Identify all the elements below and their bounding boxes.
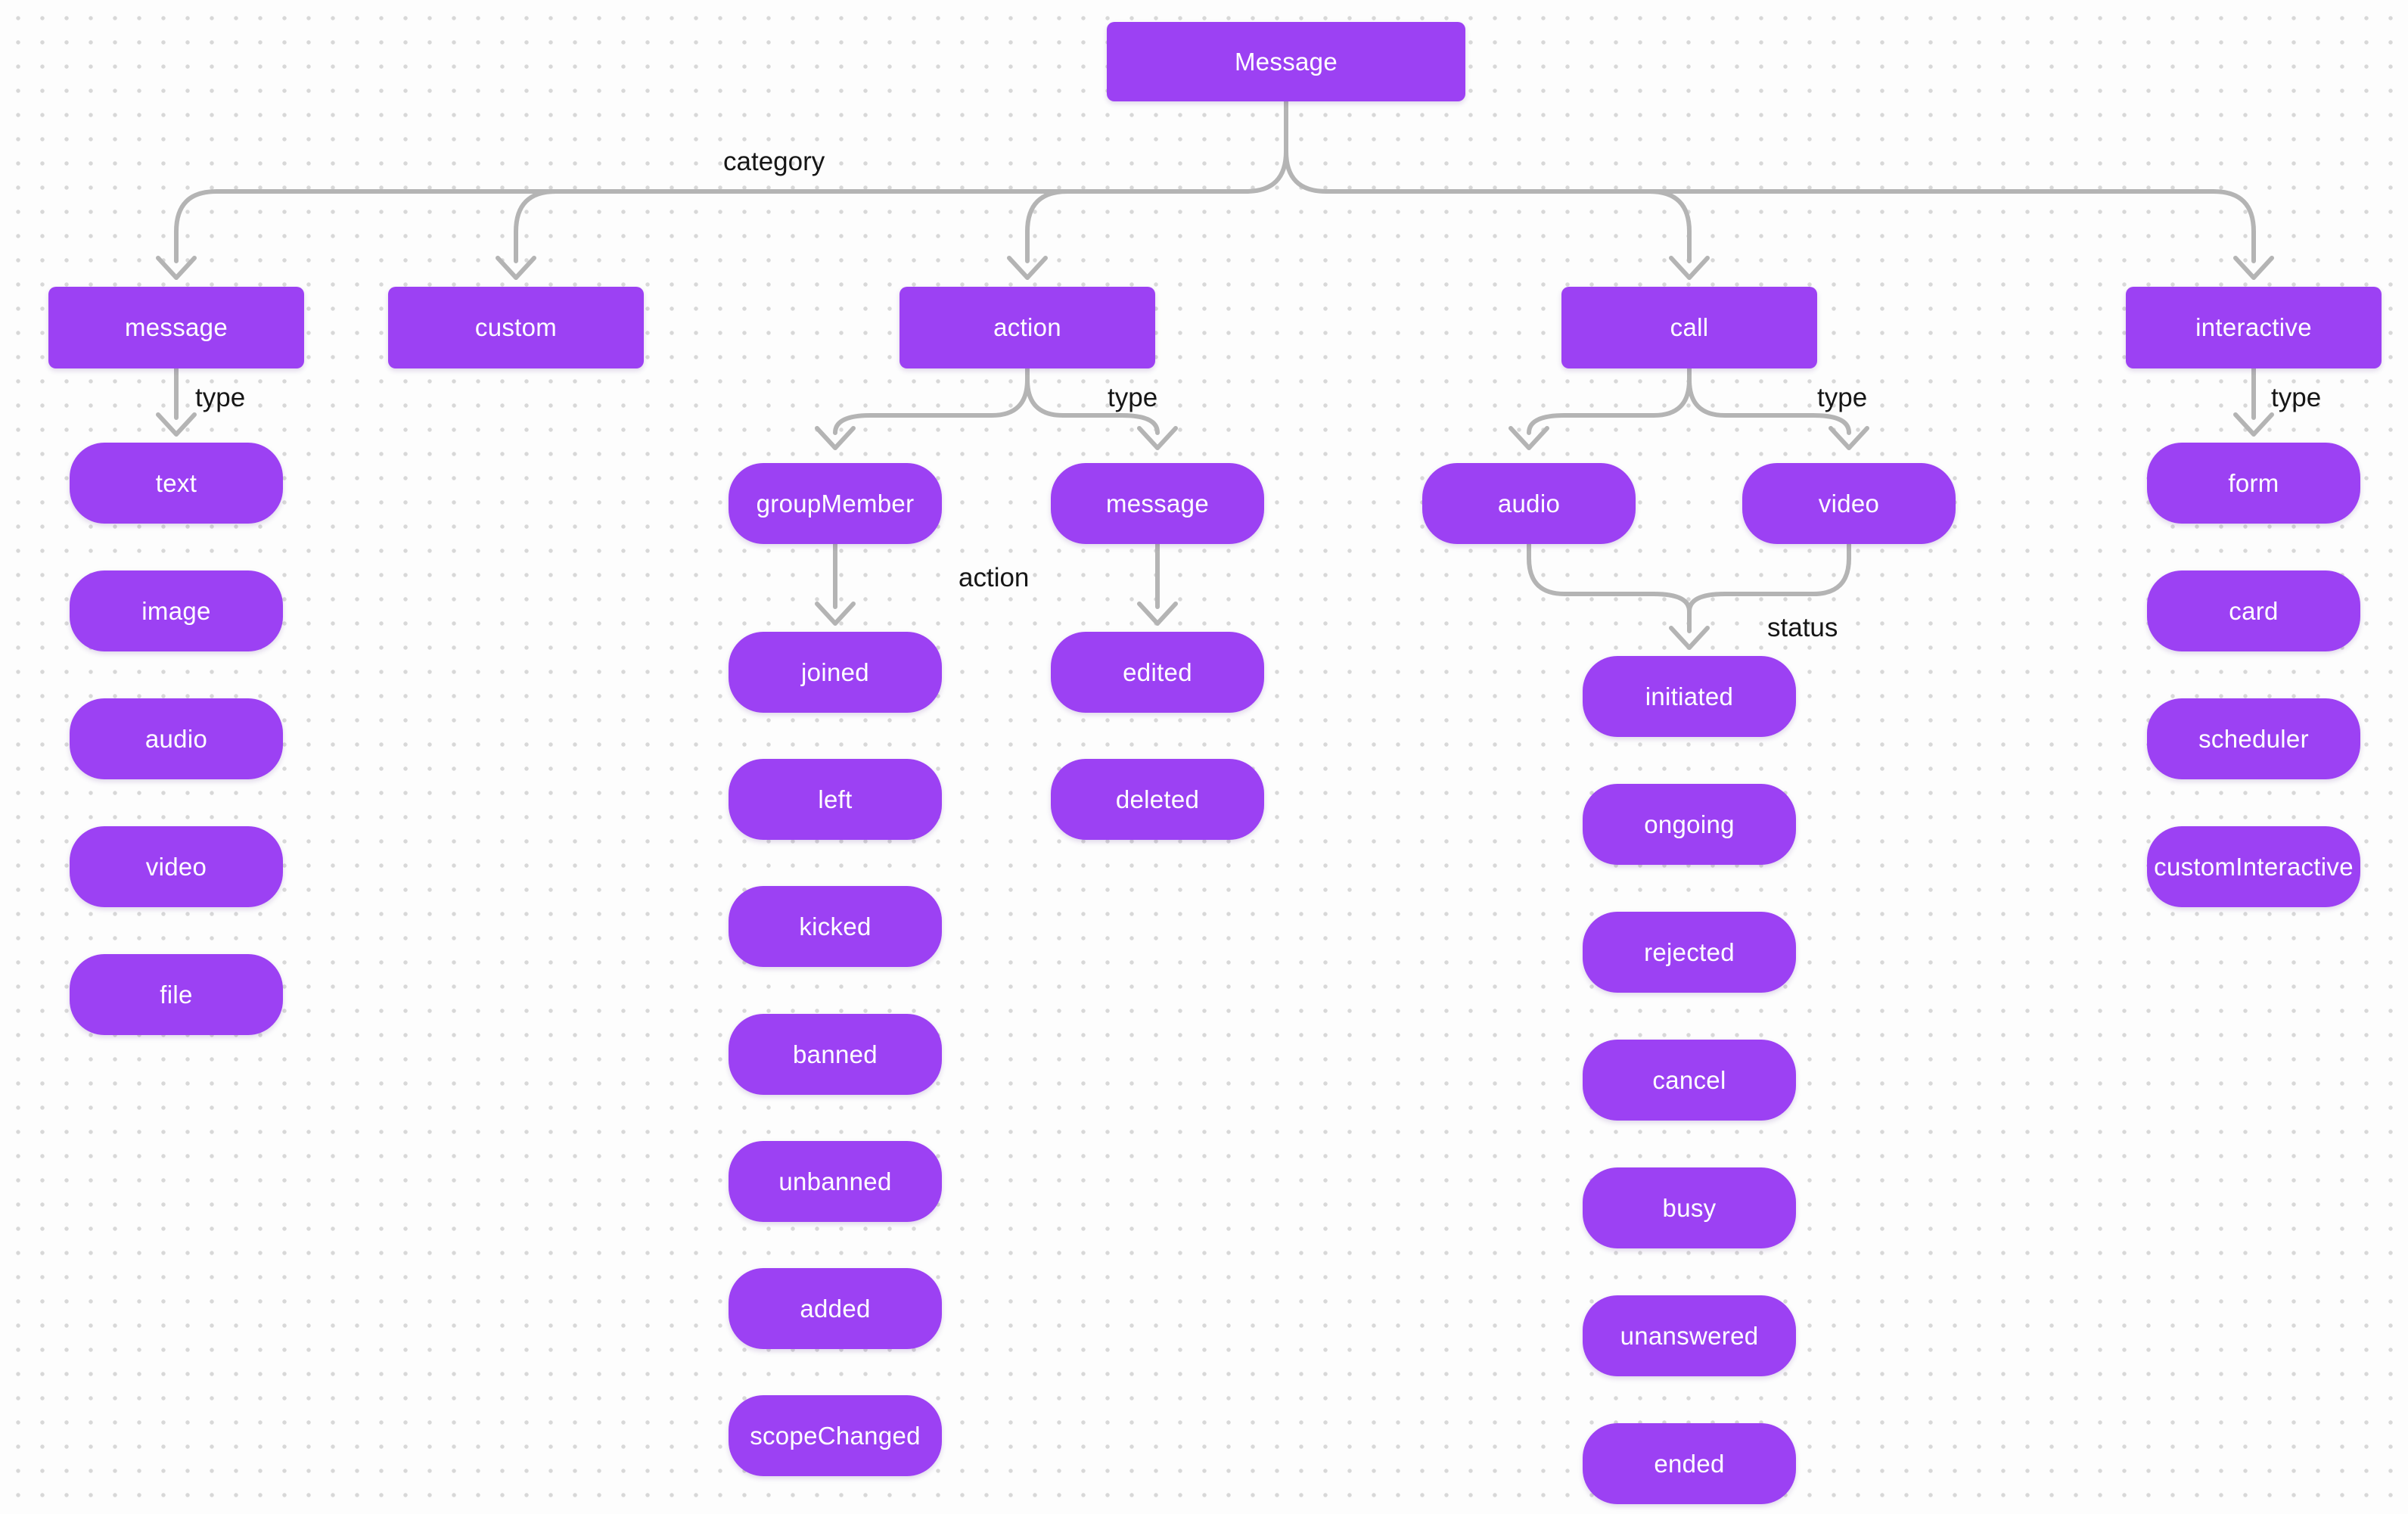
node-interactive-type-form[interactable]: form	[2147, 443, 2360, 524]
node-action-type-message[interactable]: message	[1051, 463, 1264, 544]
arrowhead-video	[1829, 426, 1869, 450]
edge-rail-to-call	[1647, 189, 1692, 263]
node-interactive-type-custominteractive[interactable]: customInteractive	[2147, 826, 2360, 907]
node-message-type-file[interactable]: file	[70, 954, 283, 1035]
node-category-call[interactable]: call	[1561, 287, 1817, 368]
edge-label-status: status	[1767, 613, 1838, 642]
node-groupmember-action-banned[interactable]: banned	[729, 1014, 942, 1095]
edge-rail-to-custom	[514, 189, 558, 263]
node-call-type-audio[interactable]: audio	[1422, 463, 1636, 544]
edge-label-type-interactive: type	[2271, 383, 2322, 412]
arrowhead-interactive-types	[2233, 412, 2274, 437]
arrowhead-call-status	[1669, 626, 1710, 650]
arrowhead-custom	[496, 256, 536, 280]
arrowhead-interactive	[2233, 256, 2274, 280]
edge-label-action: action	[959, 563, 1030, 592]
node-groupmember-action-unbanned[interactable]: unbanned	[729, 1141, 942, 1222]
node-groupmember-action-added[interactable]: added	[729, 1268, 942, 1349]
node-call-type-video[interactable]: video	[1742, 463, 1956, 544]
node-interactive-type-scheduler[interactable]: scheduler	[2147, 698, 2360, 779]
node-call-status-ongoing[interactable]: ongoing	[1583, 784, 1796, 865]
edge-video-to-status	[1687, 542, 1851, 614]
node-category-message[interactable]: message	[48, 287, 304, 368]
edge-action-to-groupmember	[833, 366, 1030, 435]
node-call-status-busy[interactable]: busy	[1583, 1167, 1796, 1248]
node-groupmember-action-kicked[interactable]: kicked	[729, 886, 942, 967]
node-category-action[interactable]: action	[900, 287, 1155, 368]
edge-root-to-message	[174, 99, 1288, 263]
edge-label-type-call: type	[1817, 383, 1868, 412]
node-message-type-audio[interactable]: audio	[70, 698, 283, 779]
edge-label-type-action: type	[1108, 383, 1158, 412]
node-call-status-cancel[interactable]: cancel	[1583, 1040, 1796, 1121]
node-call-status-rejected[interactable]: rejected	[1583, 912, 1796, 993]
node-action-type-groupmember[interactable]: groupMember	[729, 463, 942, 544]
edge-call-to-audio	[1527, 366, 1692, 435]
edge-rail-to-action	[1025, 189, 1070, 263]
arrowhead-message	[156, 256, 197, 280]
arrowhead-actionmessage-actions	[1137, 602, 1178, 626]
arrowhead-groupmember-actions	[815, 602, 856, 626]
node-message-action-deleted[interactable]: deleted	[1051, 759, 1264, 840]
arrowhead-groupmember	[815, 426, 856, 450]
edge-action-to-message	[1025, 366, 1160, 435]
node-call-status-unanswered[interactable]: unanswered	[1583, 1295, 1796, 1376]
node-message-type-text[interactable]: text	[70, 443, 283, 524]
edge-label-type-message: type	[195, 383, 246, 412]
arrowhead-action	[1007, 256, 1048, 280]
node-call-status-initiated[interactable]: initiated	[1583, 656, 1796, 737]
node-message-type-video[interactable]: video	[70, 826, 283, 907]
node-interactive-type-card[interactable]: card	[2147, 570, 2360, 651]
node-message-root[interactable]: Message	[1107, 22, 1465, 101]
node-message-type-image[interactable]: image	[70, 570, 283, 651]
node-groupmember-action-scopechanged[interactable]: scopeChanged	[729, 1395, 942, 1476]
node-groupmember-action-left[interactable]: left	[729, 759, 942, 840]
edge-call-to-video	[1687, 366, 1851, 435]
edge-root-to-interactive	[1284, 99, 2256, 263]
node-message-action-edited[interactable]: edited	[1051, 632, 1264, 713]
arrowhead-action-message	[1137, 426, 1178, 450]
arrowhead-audio	[1508, 426, 1549, 450]
edge-audio-to-status	[1527, 542, 1692, 633]
arrowhead-message-types	[156, 412, 197, 437]
node-call-status-ended[interactable]: ended	[1583, 1423, 1796, 1504]
node-category-interactive[interactable]: interactive	[2126, 287, 2382, 368]
node-category-custom[interactable]: custom	[388, 287, 644, 368]
arrowhead-call	[1669, 256, 1710, 280]
edge-label-category: category	[723, 147, 825, 176]
node-groupmember-action-joined[interactable]: joined	[729, 632, 942, 713]
